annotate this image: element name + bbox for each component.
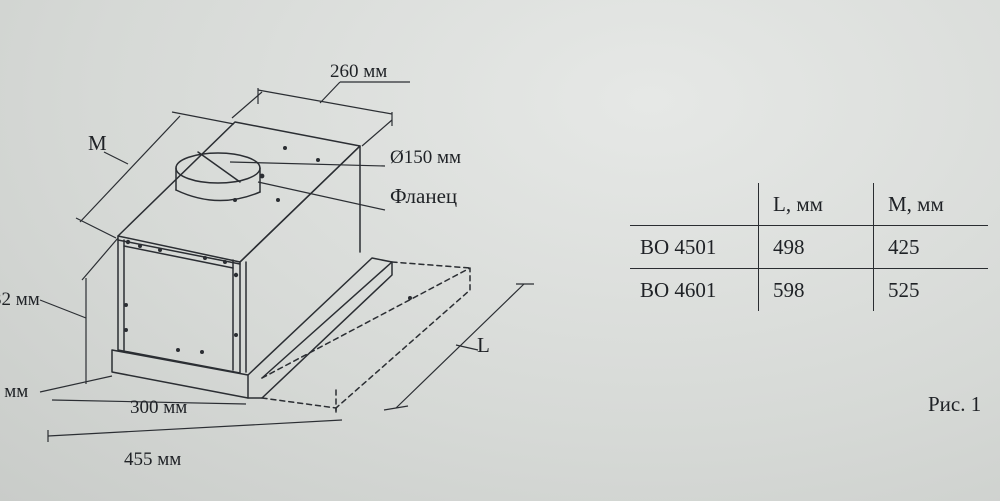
table-cell: 525 <box>873 268 988 311</box>
table-header-cell <box>630 183 759 226</box>
table-cell: 498 <box>758 225 874 269</box>
table-header-cell: L, мм <box>758 183 874 226</box>
table-cell: 598 <box>758 268 874 311</box>
dim-l-label: L <box>477 333 490 357</box>
dim-height-label: 32 мм <box>0 289 40 310</box>
dim-small-label: 3 мм <box>0 381 29 402</box>
table-header-cell: M, мм <box>873 183 988 226</box>
table-row: ВО 4601 598 525 <box>630 268 988 311</box>
spec-table: L, мм M, мм ВО 4501 498 425 ВО 4601 598 … <box>630 183 988 311</box>
flange-label: Фланец <box>390 184 458 208</box>
table-cell-model: ВО 4501 <box>630 225 759 269</box>
table-header-row: L, мм M, мм <box>630 183 988 226</box>
dim-m-label: M <box>88 131 107 155</box>
figure-caption: Рис. 1 <box>928 392 982 416</box>
table-row: ВО 4501 498 425 <box>630 225 988 269</box>
dim-width-label: 260 мм <box>330 61 388 82</box>
diameter-label: Ø150 мм <box>390 147 462 168</box>
table-cell-model: ВО 4601 <box>640 277 717 302</box>
table-cell: 425 <box>873 225 988 269</box>
dim-total-label: 455 мм <box>124 449 182 470</box>
dim-front-label: 300 мм <box>130 397 188 418</box>
